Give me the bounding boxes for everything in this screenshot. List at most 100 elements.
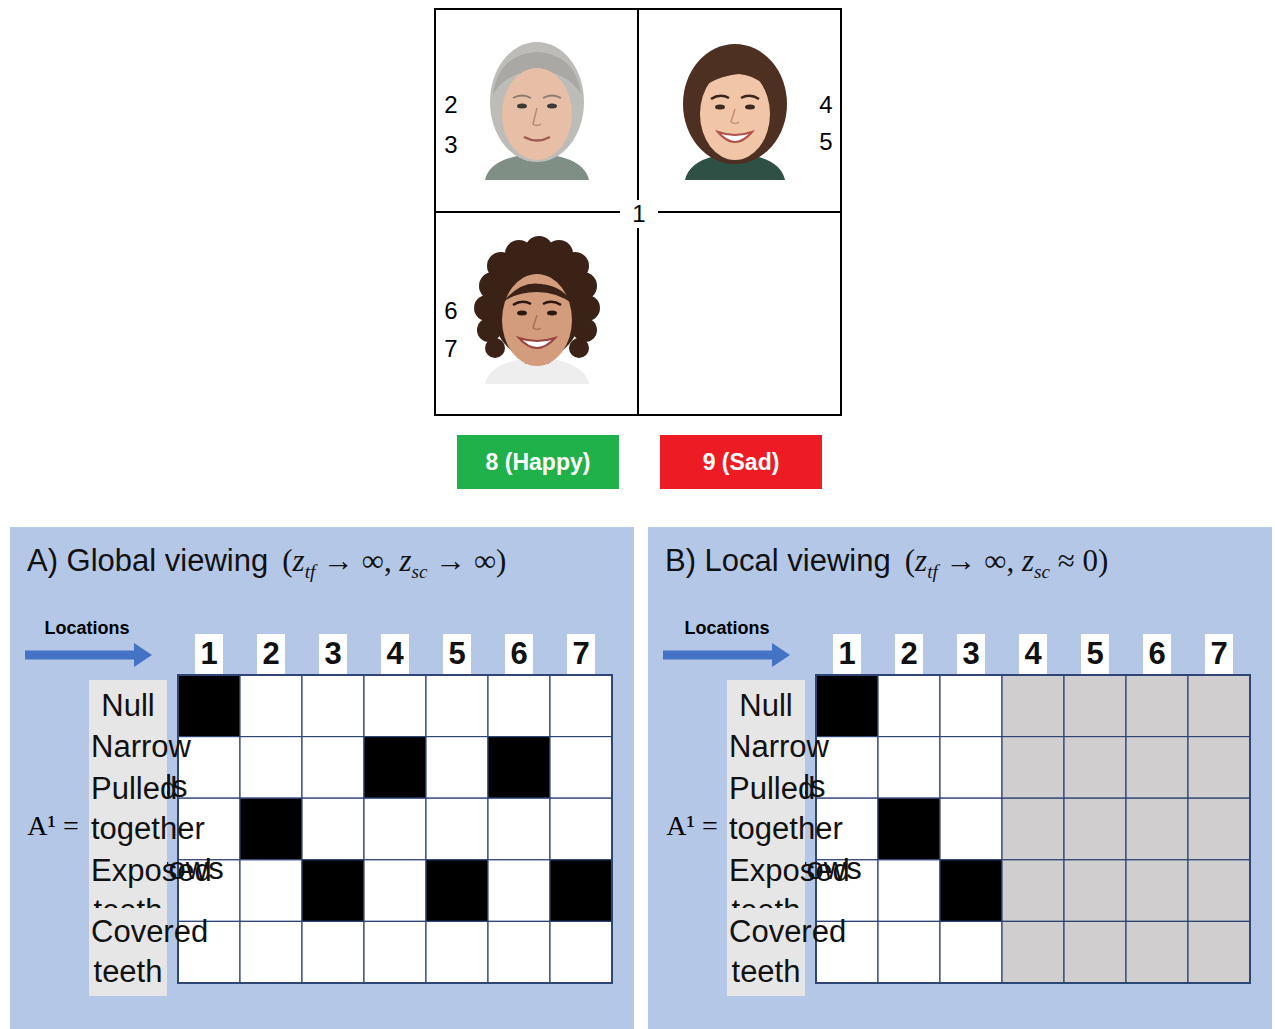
math-variable: z [293, 543, 305, 578]
matrix-cell [426, 860, 488, 922]
location-number: 2 [257, 634, 285, 674]
math-subscript: sc [1034, 561, 1050, 582]
face-photo [517, 104, 527, 109]
matrix-cell [816, 675, 878, 737]
text-holder: 9 (Sad) [703, 449, 780, 476]
matrix-cell [940, 798, 1002, 860]
stimulus-frame [435, 9, 841, 415]
matrix-cell [1188, 675, 1250, 737]
face-photo [731, 109, 739, 124]
face-photo [474, 295, 500, 321]
face-photo [547, 104, 557, 109]
matrix-cell [1126, 798, 1188, 860]
matrix-cell [940, 737, 1002, 799]
matrix-cell [550, 798, 612, 860]
face-photo [524, 137, 550, 141]
face-photo [569, 338, 589, 358]
axis-label: Locations [684, 617, 769, 639]
direction-arrow [663, 651, 776, 660]
face-photo [715, 105, 725, 110]
location-number: 4 [1024, 634, 1042, 674]
callout-number: 2 [442, 92, 459, 118]
matrix-cell [240, 860, 302, 922]
matrix-cell [302, 860, 364, 922]
face-photo [543, 302, 561, 305]
location-number: 7 [567, 634, 595, 674]
direction-arrow [134, 643, 152, 667]
matrix-cell [816, 921, 878, 983]
matrix-cell [178, 737, 240, 799]
matrix-cell [878, 737, 940, 799]
feature-label: Covered teeth [89, 908, 167, 996]
matrix-border [178, 675, 612, 983]
stimulus-frame [637, 228, 639, 415]
viewing-panel: 1234567NullNarrow eyelidsPulled together… [648, 527, 1272, 1029]
matrix-cell [940, 675, 1002, 737]
math-subscript: tf [927, 561, 938, 582]
location-number: 5 [1081, 634, 1109, 674]
matrix-cell [364, 860, 426, 922]
math-variable: z [915, 543, 927, 578]
location-number: 2 [262, 634, 280, 674]
matrix-cell [302, 675, 364, 737]
face-photo [519, 338, 555, 348]
location-number: 4 [1019, 634, 1047, 674]
face-photo [683, 44, 787, 164]
location-number: 6 [1148, 634, 1166, 674]
math-variable: z [399, 543, 411, 578]
matrix-cell [1002, 737, 1064, 799]
matrix-cell [364, 737, 426, 799]
callout-number: 5 [817, 129, 834, 155]
text-holder: 6 [505, 634, 533, 674]
location-number: 1 [200, 634, 218, 674]
location-number: 4 [381, 634, 409, 674]
text-holder: Null [727, 683, 805, 729]
location-number: 7 [1210, 634, 1228, 674]
matrix-cell [1064, 737, 1126, 799]
matrix-cell [816, 737, 878, 799]
text-holder: 1 [833, 634, 861, 674]
text-holder: 3 [319, 634, 347, 674]
matrix-cell [1064, 798, 1126, 860]
location-number: 6 [505, 634, 533, 674]
location-number: 6 [510, 634, 528, 674]
face-photo [745, 105, 755, 110]
face-photo [502, 68, 572, 160]
text-holder: 5 [443, 634, 471, 674]
matrix-cell [178, 860, 240, 922]
matrix-name: A¹ = [666, 810, 717, 842]
response-button: 8 (Happy) [457, 435, 619, 489]
matrix-cell [1002, 860, 1064, 922]
matrix-border [816, 675, 1250, 983]
location-number: 3 [957, 634, 985, 674]
matrix-cell [940, 921, 1002, 983]
matrix-cell [1064, 921, 1126, 983]
panel-formula: (ztf → ∞, zsc ≈ 0) [905, 541, 1109, 581]
face-photo [503, 283, 573, 304]
math-subscript: tf [305, 561, 316, 582]
stimulus-frame [435, 9, 841, 415]
matrix-cell [488, 737, 550, 799]
matrix-cell [878, 675, 940, 737]
matrix-cell [1188, 798, 1250, 860]
matrix-cell [1126, 921, 1188, 983]
math-subscript: sc [1034, 561, 1050, 582]
location-number: 7 [572, 634, 590, 674]
matrix-cell [816, 798, 878, 860]
matrix-cell [1002, 798, 1064, 860]
matrix-cell [426, 675, 488, 737]
face-photo [513, 96, 531, 99]
matrix-cell [1188, 737, 1250, 799]
location-number: 2 [895, 634, 923, 674]
matrix-cell [364, 921, 426, 983]
matrix-cell [240, 921, 302, 983]
matrix-cell [178, 921, 240, 983]
face-photo [547, 311, 557, 316]
stimulus-frame [435, 211, 620, 213]
location-number: 3 [324, 634, 342, 674]
math-subscript: tf [927, 561, 938, 582]
matrix-cell [550, 675, 612, 737]
matrix-cell [1002, 675, 1064, 737]
location-number: 5 [443, 634, 471, 674]
callout-number: 1 [630, 201, 647, 227]
